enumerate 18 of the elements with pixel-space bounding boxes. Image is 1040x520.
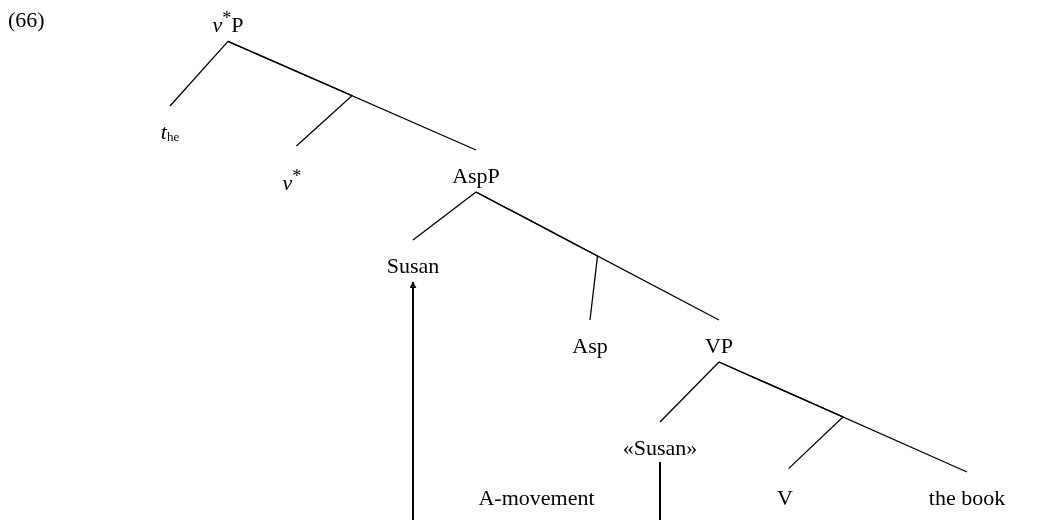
head-label: v$^{*}$ [282, 164, 302, 196]
trace-label: t$_{he}$ [160, 120, 180, 149]
head-label: Asp [572, 334, 608, 358]
tree-branch [475, 191, 720, 321]
phrase-label: AspP [452, 164, 500, 188]
tree-branch [227, 40, 477, 151]
word-label: the book [928, 486, 1006, 510]
tree-branch [412, 191, 477, 241]
phrase-label: VP [704, 334, 734, 358]
tree-branch [718, 361, 968, 473]
copy-label: «Susan» [622, 436, 698, 460]
example-number: (66) [8, 8, 45, 32]
phrase-label: v$^{*}$P [212, 6, 244, 38]
word-label: Susan [386, 254, 440, 278]
tree-branch [169, 40, 229, 107]
movement-arrow [409, 281, 661, 520]
head-label: V [777, 486, 793, 510]
tree-branch [659, 361, 720, 423]
